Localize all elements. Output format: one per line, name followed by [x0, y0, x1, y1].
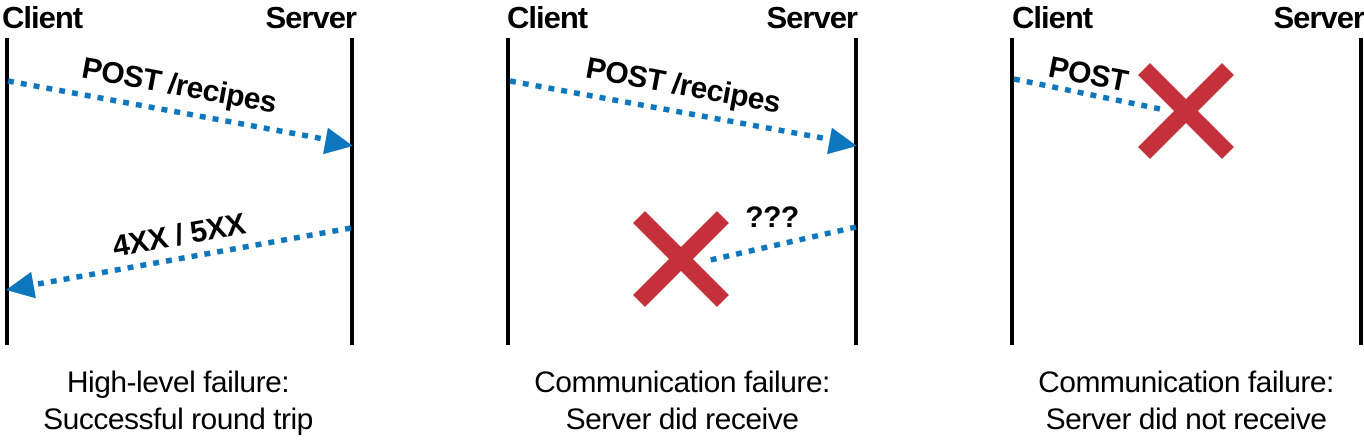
panel-3-graphics	[1010, 38, 1363, 345]
panel-2-caption-line1: Communication failure:	[534, 366, 830, 399]
panel-3-caption: Communication failure: Server did not re…	[1008, 364, 1364, 438]
request-arrow-line	[7, 78, 325, 142]
panel-3-client-label: Client	[1012, 0, 1093, 35]
panel-1-client-label: Client	[2, 0, 83, 35]
panel-2-server-label: Server	[766, 0, 858, 35]
panel-2-graphics	[506, 38, 858, 345]
response-arrow-line	[37, 225, 352, 287]
request-arrowhead-icon	[827, 127, 857, 155]
request-arrow-line	[509, 78, 829, 142]
panel-3-server-label: Server	[1273, 0, 1364, 35]
panel-1-caption-line1: High-level failure:	[66, 366, 290, 399]
panel-2-client-label: Client	[507, 0, 588, 35]
panel-3-caption-line1: Communication failure:	[1038, 366, 1334, 399]
panel-1-graphics	[5, 38, 354, 345]
panel-2-caption-line2: Server did receive	[565, 403, 799, 436]
request-arrowhead-icon	[323, 127, 353, 155]
response-arrowhead-icon	[6, 271, 36, 299]
failure-cross-icon	[632, 210, 730, 308]
panel-1-caption: High-level failure: Successful round tri…	[0, 364, 356, 438]
failure-cross-icon	[1137, 62, 1235, 160]
panel-2-lost-response-label: ???	[745, 201, 799, 234]
panel-2-caption: Communication failure: Server did receiv…	[504, 364, 860, 438]
panel-3-caption-line2: Server did not receive	[1045, 403, 1327, 436]
panel-1-caption-line2: Successful round trip	[43, 403, 313, 436]
panel-1-server-label: Server	[265, 0, 357, 35]
